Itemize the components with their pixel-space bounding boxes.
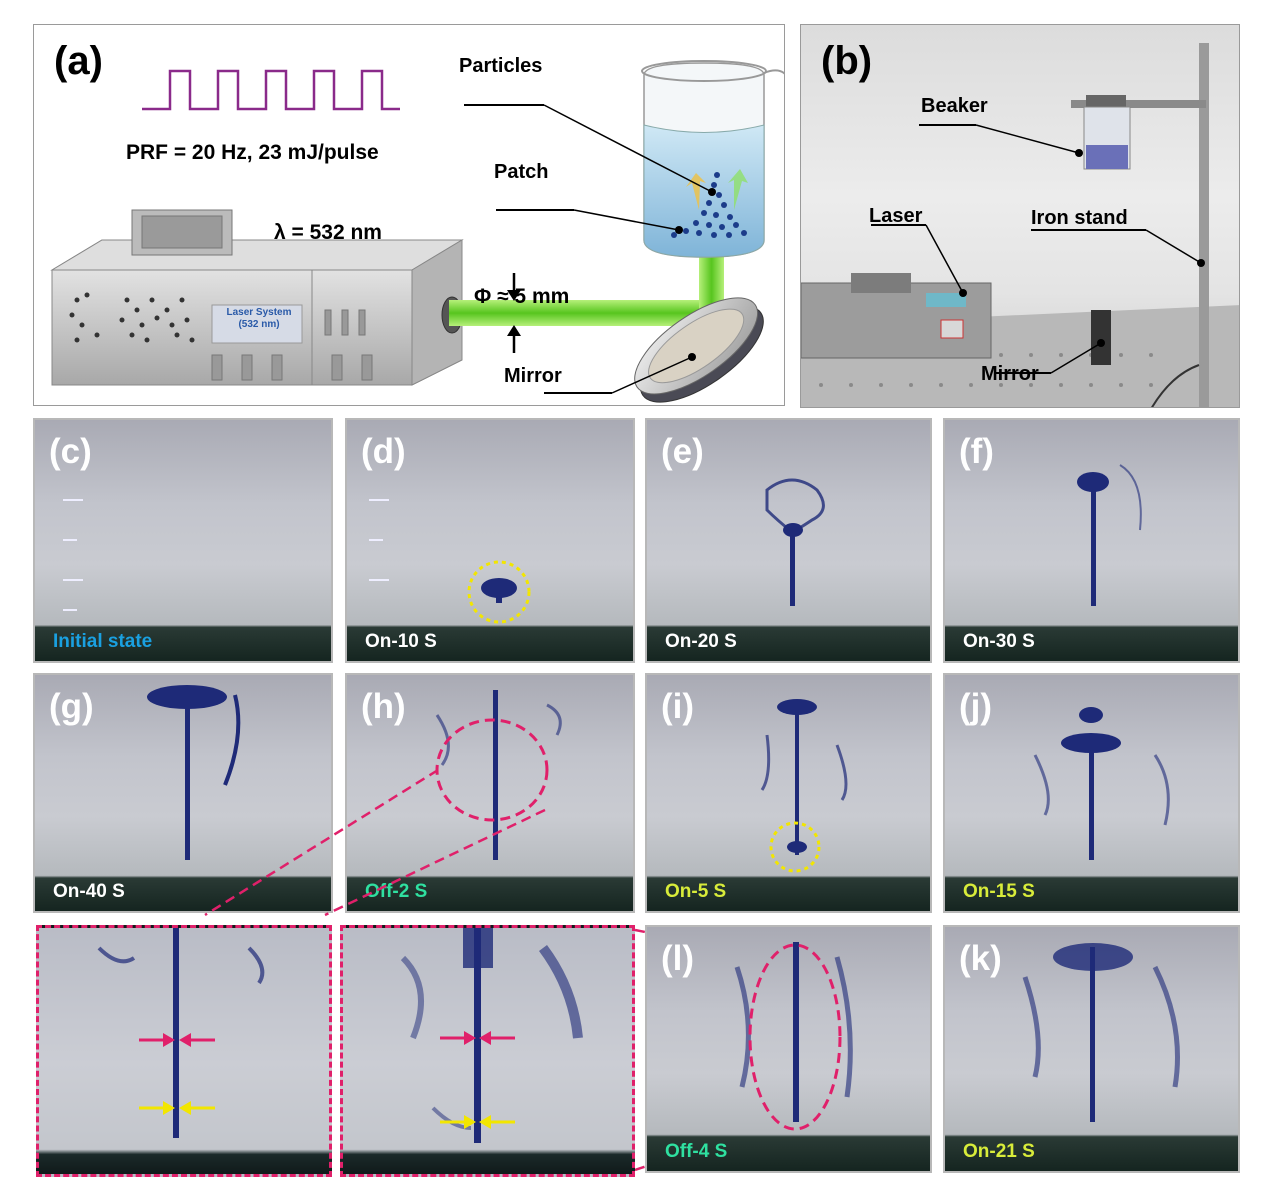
- beaker-label: Beaker: [921, 95, 988, 117]
- frame-e: (e) On-20 S: [645, 418, 932, 663]
- laser-box-line2: (532 nm): [238, 319, 280, 330]
- frame-l: (l) Off-4 S: [645, 925, 932, 1173]
- panel-b-setup-photo: (b) Beaker Laser Iron stand Mirror: [800, 24, 1240, 408]
- frame-g-beaker: [147, 685, 241, 860]
- laser-box-line1: Laser System: [226, 307, 292, 318]
- frame-g: (g) On-40 S: [33, 673, 333, 913]
- frame-e-label: (e): [661, 432, 704, 471]
- frame-i-label: (i): [661, 687, 695, 726]
- frame-f: (f) On-30 S: [943, 418, 1240, 663]
- frame-k-label: (k): [959, 939, 1002, 978]
- frame-e-caption: On-20 S: [665, 631, 737, 652]
- beam-diameter-text: Φ ≈ 5 mm: [474, 285, 570, 308]
- frame-j-beaker: [1033, 707, 1170, 860]
- particles-label: Particles: [459, 55, 543, 77]
- frame-d-beaker: [369, 499, 531, 624]
- frame-i-caption: On-5 S: [665, 881, 727, 902]
- frame-k-caption: On-21 S: [963, 1141, 1035, 1162]
- frame-j-caption: On-15 S: [963, 881, 1035, 902]
- mirror-label-b: Mirror: [981, 363, 1039, 385]
- frame-i: (i) On-5 S: [645, 673, 932, 913]
- frame-f-beaker: [1077, 464, 1142, 606]
- laser-label: Laser: [869, 205, 923, 227]
- prf-text: PRF = 20 Hz, 23 mJ/pulse: [126, 141, 379, 164]
- iron-stand-label: Iron stand: [1031, 207, 1128, 229]
- frame-l-label: (l): [661, 939, 695, 978]
- frame-h-caption: Off-2 S: [365, 881, 428, 902]
- frame-c-caption: Initial state: [53, 631, 153, 652]
- zoom-panel-h-content: [97, 928, 265, 1138]
- frame-f-caption: On-30 S: [963, 631, 1035, 652]
- frame-k-beaker: [1022, 943, 1180, 1122]
- frame-l-caption: Off-4 S: [665, 1141, 728, 1162]
- panel-b-label: (b): [821, 39, 873, 83]
- frame-c: (c) Initial state: [33, 418, 333, 663]
- zoom-panel-l-content: [400, 928, 583, 1143]
- mirror-label-a: Mirror: [504, 365, 562, 387]
- frame-d-caption: On-10 S: [365, 631, 437, 652]
- pulse-train-icon: [142, 69, 400, 111]
- frame-g-caption: On-40 S: [53, 881, 125, 902]
- patch-label: Patch: [494, 161, 549, 183]
- beam-path-illustration: [449, 60, 784, 403]
- frame-j-label: (j): [959, 687, 993, 726]
- frame-d-label: (d): [361, 432, 406, 471]
- frame-d: (d) On-10 S: [345, 418, 635, 663]
- panel-a-setup-schematic: (a) PRF = 20 Hz, 23 mJ/pulse λ = 532 nm: [33, 24, 785, 406]
- wavelength-text: λ = 532 nm: [274, 221, 382, 244]
- laser-box-label: Laser System (532 nm): [214, 307, 304, 331]
- zoom-panel-l: [340, 925, 635, 1177]
- zoom-panel-h: [36, 925, 332, 1177]
- frame-f-label: (f): [959, 432, 994, 471]
- frame-k: (k) On-21 S: [943, 925, 1240, 1173]
- frame-g-label: (g): [49, 687, 94, 726]
- frame-c-beaker: [63, 499, 83, 611]
- frame-j: (j) On-15 S: [943, 673, 1240, 913]
- laser-device-illustration: [50, 209, 464, 386]
- frame-h-label: (h): [361, 687, 406, 726]
- setup-photo-illustration: [801, 43, 1239, 407]
- panel-a-label: (a): [54, 39, 103, 83]
- frame-c-label: (c): [49, 432, 92, 471]
- frame-e-beaker: [765, 478, 825, 606]
- frame-l-beaker: [734, 942, 853, 1131]
- frame-h: (h) Off-2 S: [345, 673, 635, 913]
- frame-i-beaker: [760, 699, 848, 873]
